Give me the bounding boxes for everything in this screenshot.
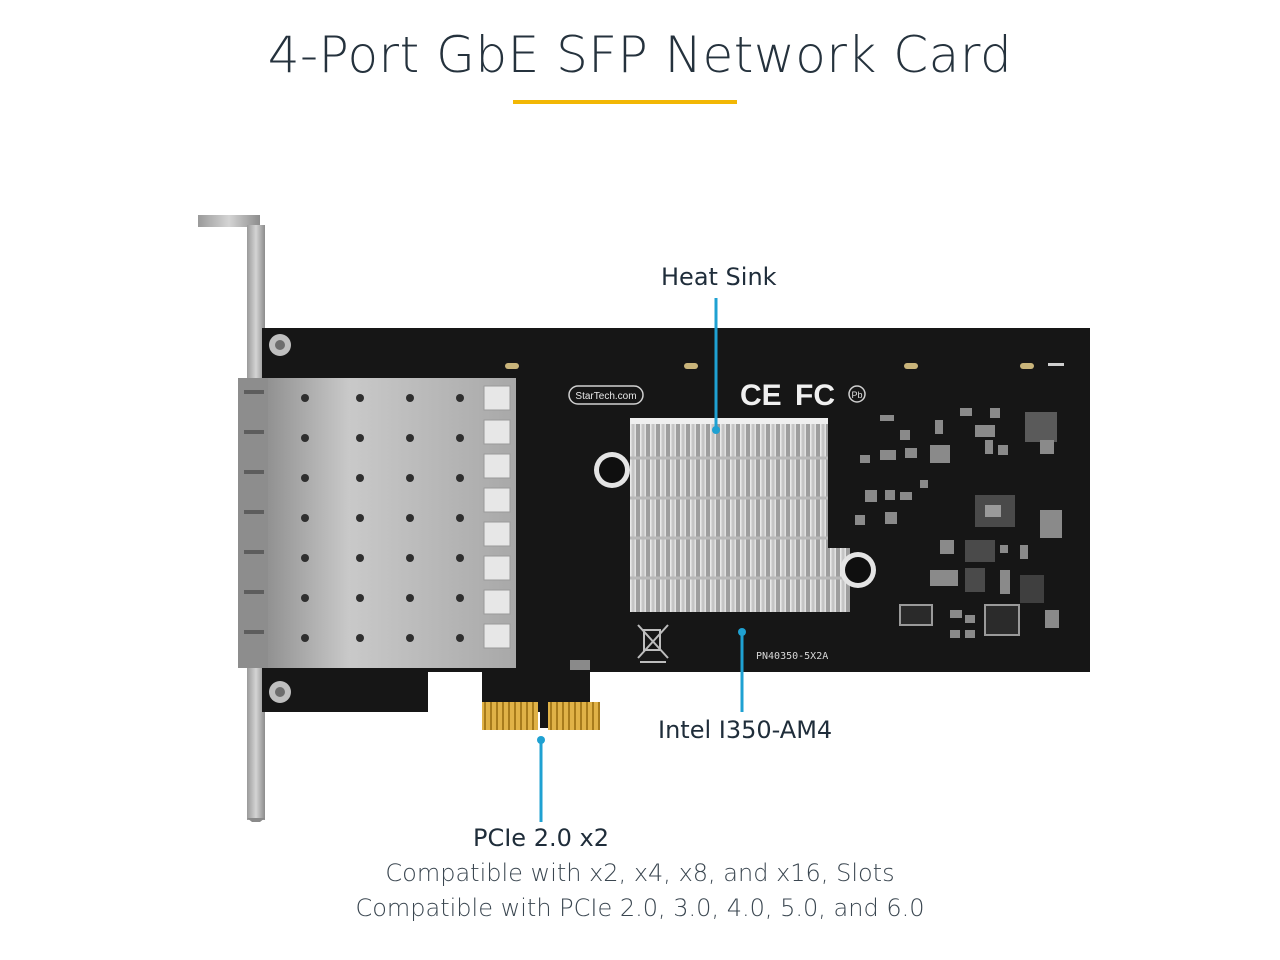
pb-mark: Pb [851,390,862,400]
fc-mark: FC [795,379,835,412]
pcie-callout-dot [537,736,545,744]
ce-mark: CE [740,379,782,412]
pcie-gold-fingers [482,702,600,730]
part-number: PN40350-5X2A [756,651,828,662]
heat-sink [594,418,876,612]
compatibility-slots: Compatible with x2, x4, x8, and x16, Slo… [385,859,895,887]
pb-free-icon [848,385,866,403]
chip-label: Intel I350-AM4 [658,716,833,744]
page-title: 4-Port GbE SFP Network Card [267,26,1013,84]
heat-sink-label: Heat Sink [661,263,777,291]
brand-label: StarTech.com [575,391,636,402]
compatibility-versions: Compatible with PCIe 2.0, 3.0, 4.0, 5.0,… [355,894,925,922]
chip-callout-dot [738,628,746,636]
sfp-port-cage [238,378,516,668]
heat-sink-callout-dot [712,426,720,434]
brand-badge: StarTech.com [568,385,644,405]
pcie-label: PCIe 2.0 x2 [473,824,609,852]
title-underline [513,100,737,104]
